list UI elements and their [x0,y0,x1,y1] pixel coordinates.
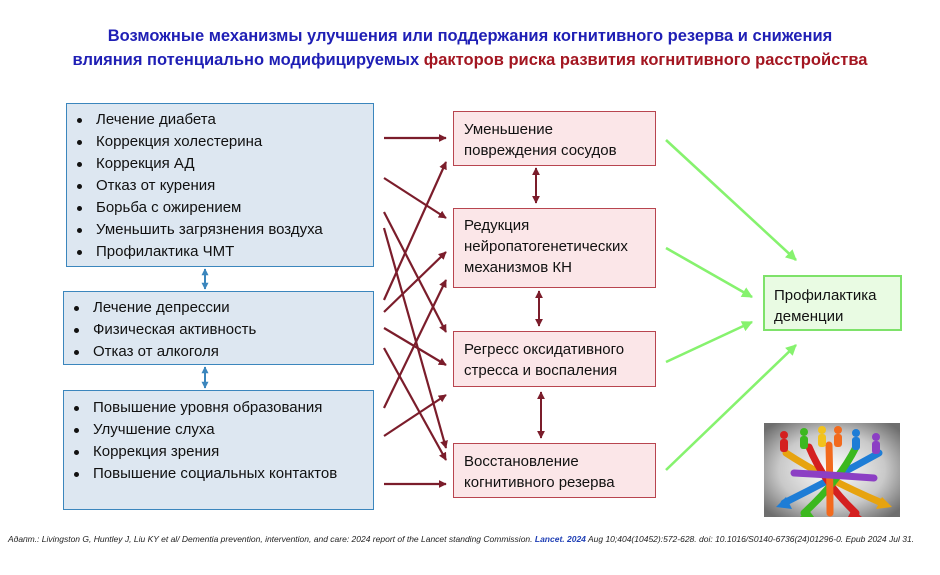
factor-item: Профилактика ЧМТ [67,241,373,263]
factor-item: Улучшение слуха [64,419,373,441]
factor-item: Отказ от алкоголя [64,341,373,363]
reference-details: Aug 10;404(10452):572-628. doi: 10.1016/… [585,534,915,544]
mechanism-neuropathogenetic: Редукция нейропатогенетических механизмо… [453,208,656,288]
factor-group-3: Повышение уровня образования Улучшение с… [63,390,374,510]
title-line-2-red: факторов риска развития когнитивного рас… [423,51,868,69]
arrow-g1-to-neuro [383,177,447,219]
factor-item: Повышение уровня образования [64,397,373,419]
mechanism-oxidative: Регресс оксидативного стресса и воспален… [453,331,656,387]
factor-item: Коррекция АД [67,153,373,175]
arrow-g2-to-neuro [383,251,447,313]
factor-item: Физическая активность [64,319,373,341]
title-line-1: Возможные механизмы улучшения или поддер… [107,27,833,45]
green-arrow-vessels [665,139,797,261]
factor-item: Уменьшить загрязнения воздуха [67,219,373,241]
journal-link[interactable]: Lancet. 2024 [534,534,586,544]
mechanism-reserve: Восстановление когнитивного резерва [453,443,656,498]
arrow-g2-to-reserve [383,347,447,461]
factor-item: Коррекция зрения [64,441,373,463]
green-arrow-neuro [665,246,753,299]
factor-to-mechanism-arrows [382,134,448,488]
reference-text: Адапт.: Livingston G, Huntley J, Liu KY … [8,534,535,544]
slide-title: Возможные механизмы улучшения или поддер… [0,24,940,72]
factor-item: Отказ от курения [67,175,373,197]
arrow-g1-to-reserve [382,227,448,449]
mechanism-link-arrows [532,167,545,439]
arrow-g2-to-vessels [382,161,448,301]
title-line-2-blue: влияния потенциально модифицируемых [72,51,424,69]
factor-item: Борьба с ожирением [67,197,373,219]
mechanism-to-outcome-arrows [665,139,797,471]
reference-citation: Адапт.: Livingston G, Huntley J, Liu KY … [8,533,933,545]
arrow-g1-to-oxidative [383,211,447,333]
outcome-dementia-prevention: Профилактика деменции [763,275,902,331]
arrow-g3-to-neuro [383,279,447,409]
people-crossroads-image [764,423,900,517]
factor-item: Лечение депрессии [64,297,373,319]
factor-group-2: Лечение депрессии Физическая активность … [63,291,374,365]
mechanism-vessels: Уменьшение повреждения сосудов [453,111,656,166]
factor-item: Повышение социальных контактов [64,463,373,485]
green-arrow-reserve [665,344,797,471]
arrow-g3-to-oxidative [383,394,447,437]
title-line-2: влияния потенциально модифицируемых факт… [0,48,940,72]
factor-item: Коррекция холестерина [67,131,373,153]
factor-item: Лечение диабета [67,109,373,131]
factor-group-1: Лечение диабета Коррекция холестерина Ко… [66,103,374,267]
green-arrow-oxidative [665,320,753,364]
